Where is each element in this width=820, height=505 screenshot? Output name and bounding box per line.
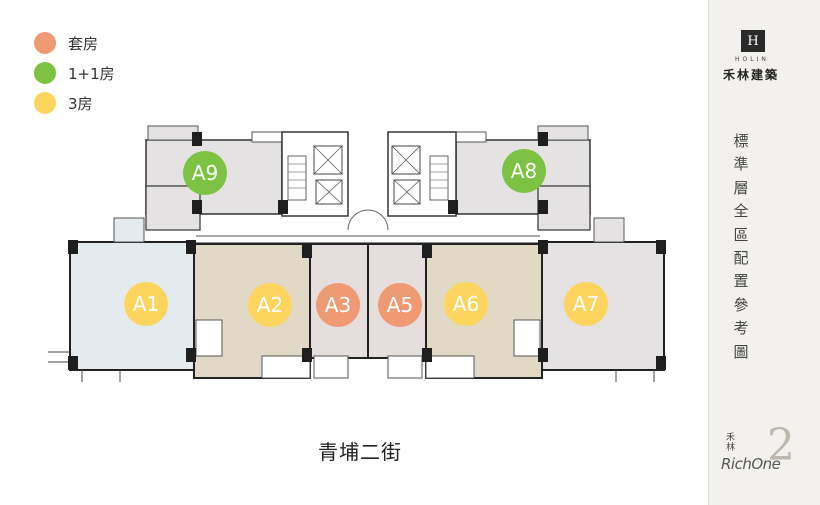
unit-badge-a1: A1 xyxy=(124,282,168,326)
unit-label: A5 xyxy=(387,293,413,317)
brand-name: RichOne xyxy=(721,455,781,473)
badge-circle xyxy=(378,283,422,327)
unit-badge-a8: A8 xyxy=(502,149,546,193)
legend-dot-suite xyxy=(34,32,56,54)
unit-label: A7 xyxy=(573,292,599,316)
legend-item-three-bed: 3房 xyxy=(34,88,115,118)
building-core xyxy=(281,131,457,231)
badge-circle xyxy=(124,282,168,326)
unit-label: A8 xyxy=(511,159,537,183)
side-panel: H HOLIN 禾林建築 標準層全區配置參考圖 禾林 2 RichOne xyxy=(708,0,820,505)
unit-label: A2 xyxy=(257,293,283,317)
unit-label: A9 xyxy=(192,161,218,185)
unit-a9-area xyxy=(145,125,283,231)
legend-label: 套房 xyxy=(68,34,99,53)
brand-small-text: 禾林 xyxy=(724,432,734,452)
legend-item-suite: 套房 xyxy=(34,28,115,58)
badge-circle xyxy=(316,283,360,327)
brand-number: 2 xyxy=(767,420,795,471)
legend-dot-one-plus-one xyxy=(34,62,56,84)
legend-label: 3房 xyxy=(68,94,93,113)
structural-columns xyxy=(68,132,666,370)
unit-label: A3 xyxy=(325,293,351,317)
unit-badge-a7: A7 xyxy=(564,282,608,326)
unit-badge-a2: A2 xyxy=(248,283,292,327)
badge-circle xyxy=(502,149,546,193)
badge-circle xyxy=(564,282,608,326)
plan-title: 標準層全區配置參考圖 xyxy=(733,132,749,361)
logo-subtitle: HOLIN xyxy=(735,56,769,63)
street-label: 青埔二街 xyxy=(318,440,402,464)
legend: 套房 1+1房 3房 xyxy=(34,28,115,118)
badge-circle xyxy=(248,283,292,327)
unit-label: A6 xyxy=(453,292,479,316)
company-name: 禾林建築 xyxy=(723,68,780,82)
unit-label: A1 xyxy=(133,292,159,316)
badge-circle xyxy=(183,151,227,195)
unit-badge-a3: A3 xyxy=(316,283,360,327)
unit-badge-a5: A5 xyxy=(378,283,422,327)
legend-dot-three-bed xyxy=(34,92,56,114)
legend-label: 1+1房 xyxy=(68,64,115,83)
legend-item-one-plus-one: 1+1房 xyxy=(34,58,115,88)
floor-plan: A9 A8 A1 A2 A3 A5 A6 A7 xyxy=(48,125,666,382)
unit-badge-a6: A6 xyxy=(444,282,488,326)
brand-logo: 禾林 2 RichOne xyxy=(713,420,813,480)
badge-circle xyxy=(444,282,488,326)
holin-logo-icon: H xyxy=(741,30,765,52)
unit-badge-a9: A9 xyxy=(183,151,227,195)
